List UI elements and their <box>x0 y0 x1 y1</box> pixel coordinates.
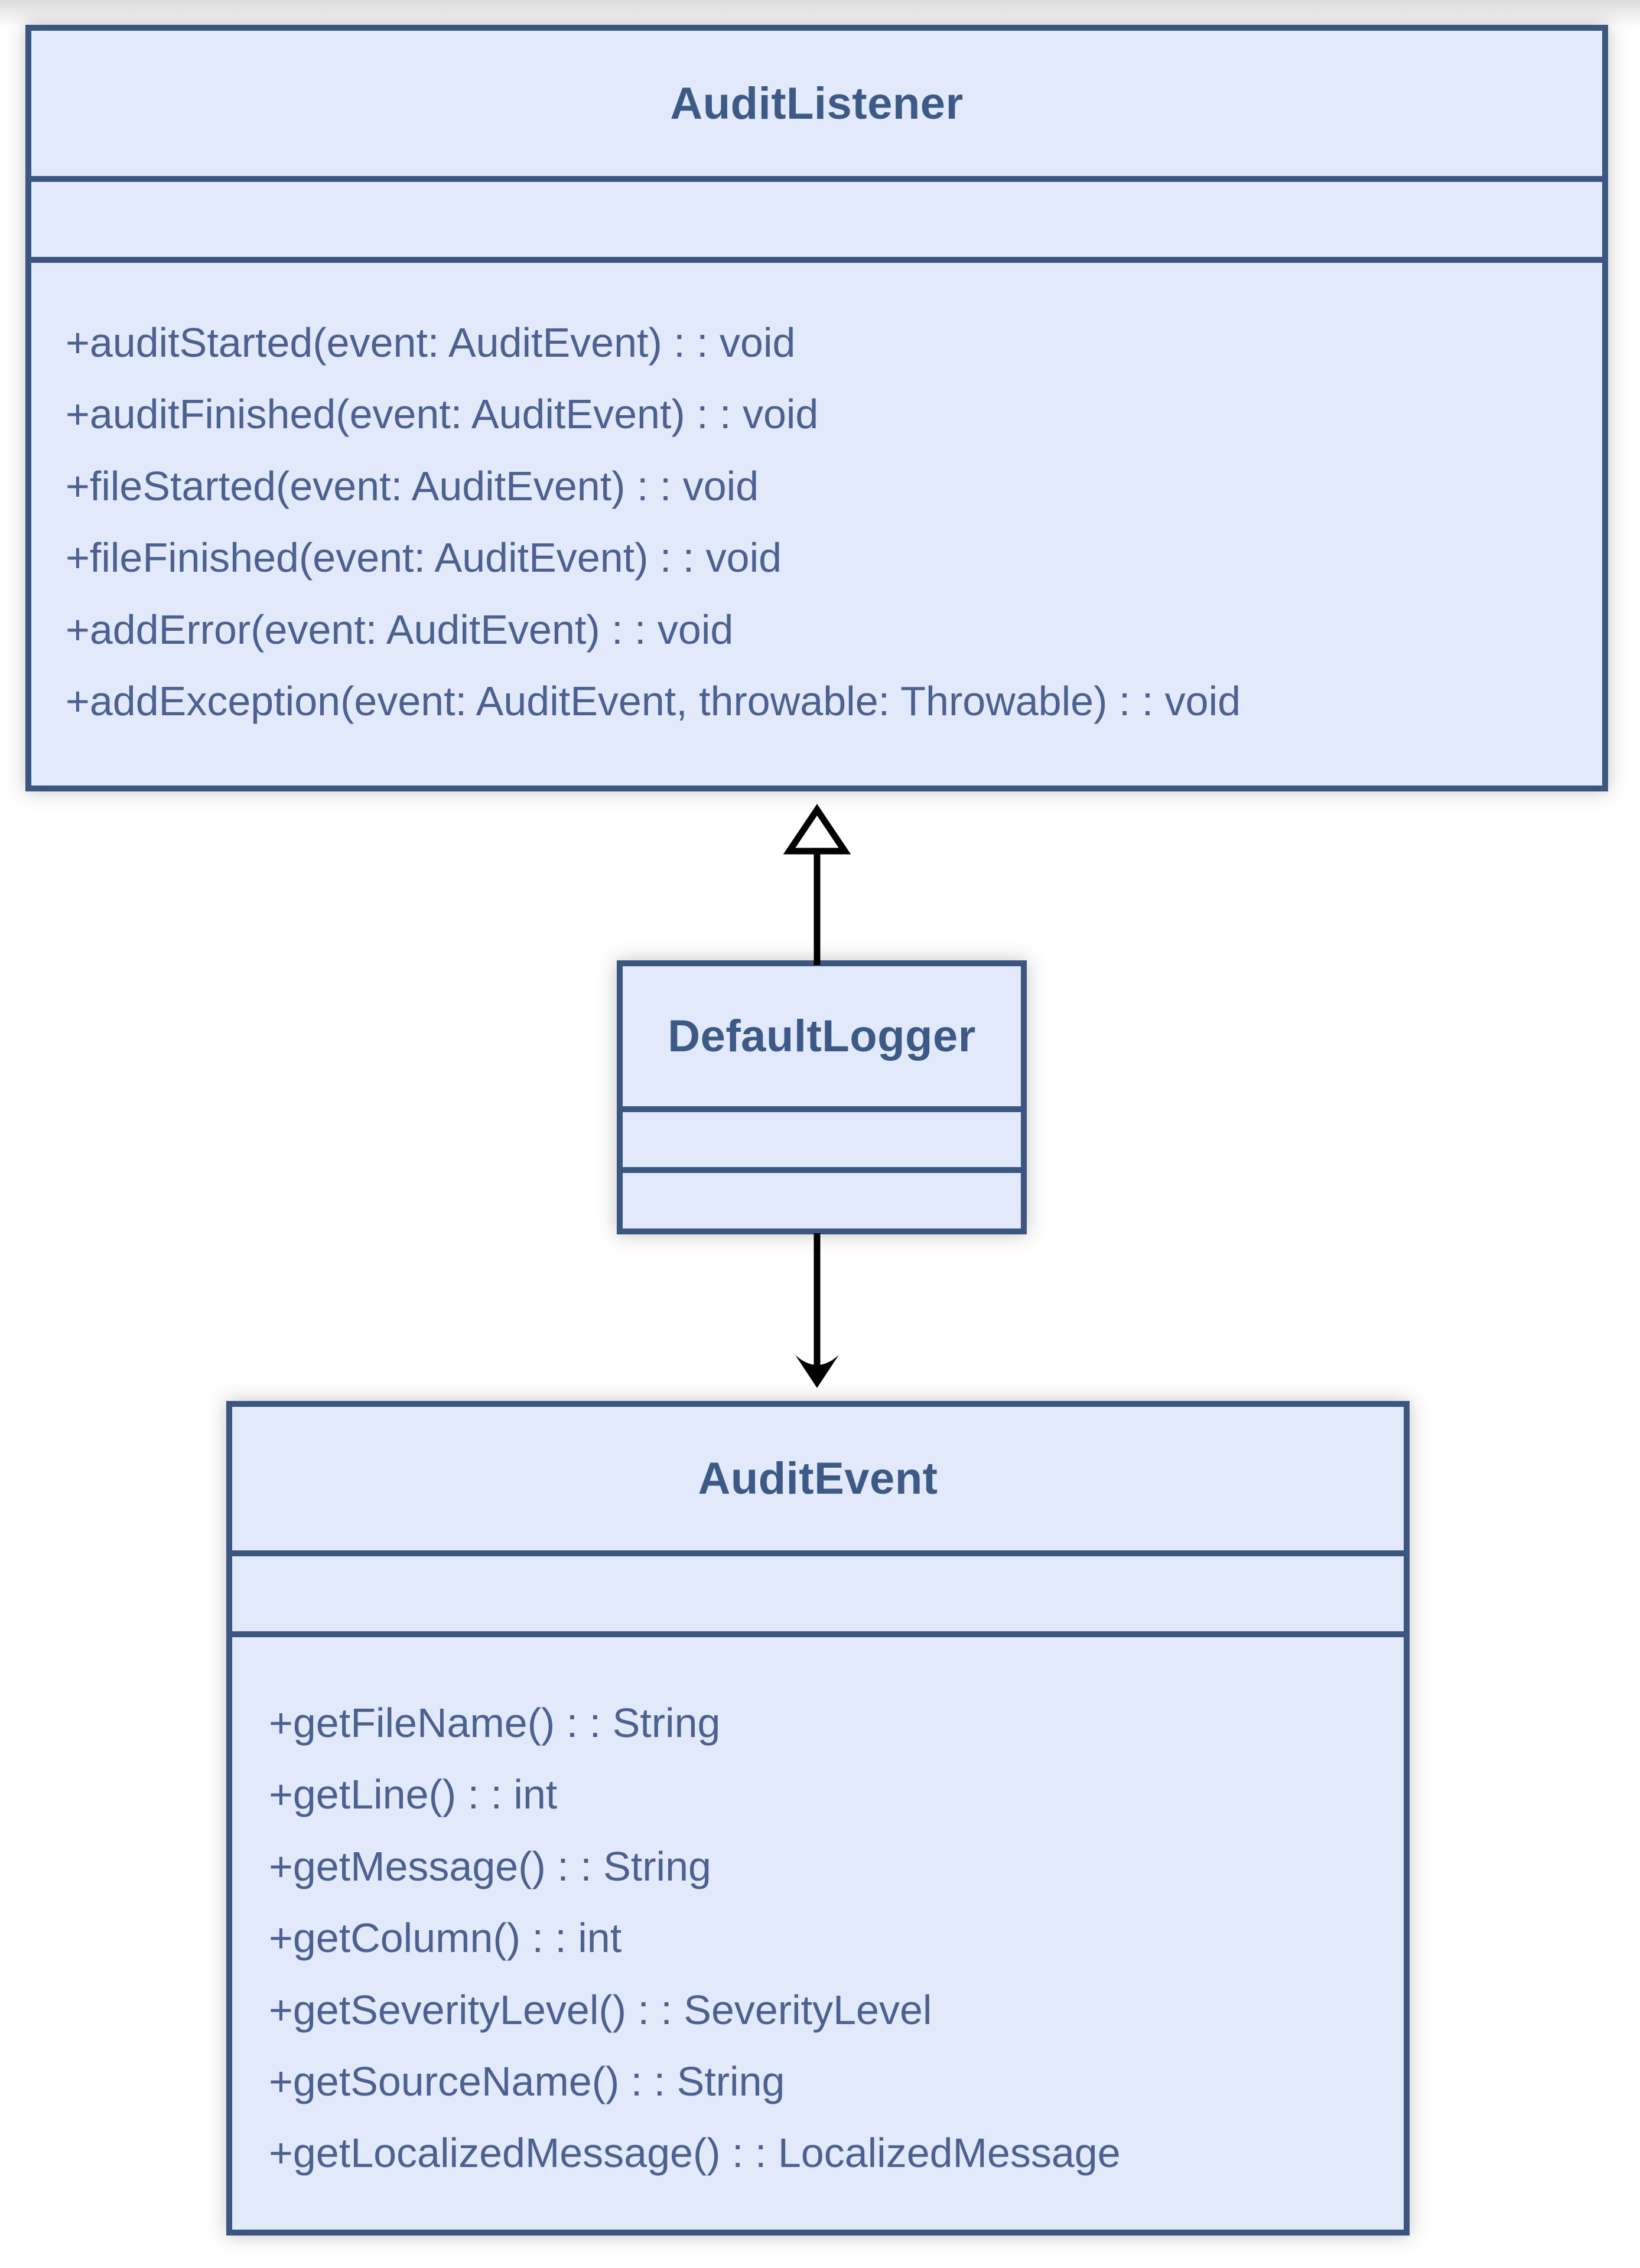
method-signature: +getSourceName() : : String <box>269 2058 785 2104</box>
methods-compartment <box>623 1173 1021 1228</box>
method-signature: +fileStarted(event: AuditEvent) : : void <box>66 462 759 509</box>
class-box-auditevent: AuditEvent +getFileName() : : String +ge… <box>226 1401 1410 2236</box>
method-signature: +getMessage() : : String <box>269 1843 711 1889</box>
method-signature: +getFileName() : : String <box>269 1700 721 1746</box>
method-signature: +fileFinished(event: AuditEvent) : : voi… <box>66 535 782 581</box>
class-box-auditlistener: AuditListener +auditStarted(event: Audit… <box>25 25 1608 791</box>
method-signature: +auditStarted(event: AuditEvent) : : voi… <box>66 320 796 366</box>
method-signature: +getSeverityLevel() : : SeverityLevel <box>269 1986 932 2033</box>
method-signature: +addError(event: AuditEvent) : : void <box>66 606 734 653</box>
class-title: AuditEvent <box>232 1407 1404 1556</box>
method-signature: +getColumn() : : int <box>269 1915 622 1961</box>
hollow-triangle-arrowhead <box>783 804 851 855</box>
attributes-compartment <box>232 1556 1404 1637</box>
class-title: AuditListener <box>31 31 1602 182</box>
methods-compartment: +auditStarted(event: AuditEvent) : : voi… <box>31 263 1602 786</box>
method-signature: +getLocalizedMessage() : : LocalizedMess… <box>269 2130 1121 2176</box>
method-signature: +auditFinished(event: AuditEvent) : : vo… <box>66 391 819 438</box>
top-edge-shadow <box>0 0 1640 27</box>
class-box-defaultlogger: DefaultLogger <box>617 960 1027 1234</box>
method-signature: +getLine() : : int <box>269 1771 558 1818</box>
method-signature: +addException(event: AuditEvent, throwab… <box>66 677 1241 724</box>
attributes-compartment <box>31 182 1602 263</box>
attributes-compartment <box>623 1112 1021 1173</box>
filled-arrowhead <box>795 1355 839 1388</box>
class-title: DefaultLogger <box>623 966 1021 1112</box>
methods-compartment: +getFileName() : : String +getLine() : :… <box>232 1637 1404 2230</box>
